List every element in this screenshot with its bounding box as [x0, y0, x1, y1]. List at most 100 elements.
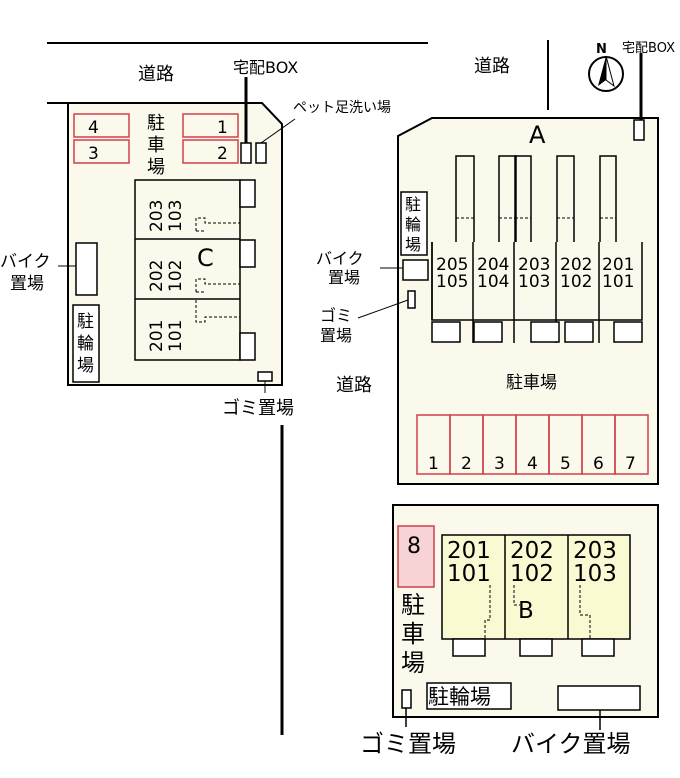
unit-number: 101: [447, 561, 491, 587]
garbage-area-c: [257, 371, 273, 382]
unit-number: 203: [573, 538, 617, 564]
unit-number: 203: [147, 200, 167, 232]
bicycle-parking-a: [400, 191, 428, 256]
leader-line: [260, 118, 296, 144]
parking-label: 駐: [147, 113, 165, 134]
bicycle-parking-label: 駐輪場: [428, 685, 491, 709]
bike-area-label: 置場: [328, 268, 360, 287]
building-a-units: [455, 155, 617, 343]
unit-number: 101: [166, 320, 186, 352]
building-name: A: [529, 121, 546, 149]
parking-space-c1: [182, 113, 239, 138]
balconies: [452, 638, 615, 657]
parking-label: 駐: [401, 591, 425, 619]
garbage-area-label: ゴミ置場: [360, 730, 456, 758]
bike-area-label: 置場: [10, 274, 44, 294]
delivery-box-c: [240, 142, 252, 164]
parking-number: 1: [428, 454, 439, 474]
unit-number: 103: [166, 200, 186, 232]
building-b: [441, 534, 631, 640]
parking-number: 6: [593, 454, 604, 474]
unit-number: 103: [518, 272, 550, 292]
unit-entrance: [484, 585, 591, 639]
balconies: [431, 321, 643, 343]
delivery-box-label: 宅配BOX: [233, 58, 298, 77]
road-label: 道路: [336, 375, 372, 396]
unit-number: 205: [436, 255, 468, 275]
parking-number: 5: [560, 454, 571, 474]
bicycle-parking-label: 場: [405, 235, 421, 254]
bike-area-label: バイク: [0, 252, 51, 272]
parking-space-8: [397, 525, 435, 588]
balcony: [239, 179, 256, 208]
bicycle-parking-c: [72, 304, 100, 383]
parking-number: 3: [88, 144, 99, 164]
unit-number: 102: [166, 260, 186, 292]
building-name: C: [197, 244, 214, 272]
parking-number: 8: [407, 534, 421, 559]
parking-spaces-a: [416, 414, 649, 475]
bicycle-parking-label: 場: [77, 356, 94, 376]
unit-number: 203: [518, 255, 550, 275]
garbage-area-b: [401, 689, 412, 709]
pet-footwash: [255, 142, 267, 164]
unit-number: 201: [147, 320, 167, 352]
building-name: B: [518, 598, 534, 624]
bicycle-parking-label: 駐: [77, 312, 94, 332]
unit-number: 103: [573, 561, 617, 587]
balcony: [239, 239, 256, 268]
unit-number: 102: [560, 272, 592, 292]
unit-number: 102: [510, 561, 554, 587]
parking-space-c2: [182, 139, 239, 164]
bike-area-b: [557, 685, 641, 711]
garbage-area-a: [407, 290, 416, 309]
unit-number: 201: [447, 538, 491, 564]
compass-icon: [588, 55, 624, 92]
parking-number: 4: [527, 454, 538, 474]
garbage-area-label: ゴミ: [320, 306, 352, 325]
unit-number: 202: [147, 260, 167, 292]
parking-number: 2: [217, 144, 228, 164]
unit-number: 105: [436, 272, 468, 292]
parking-number: 4: [88, 118, 99, 138]
bicycle-parking-label: 輪: [77, 334, 94, 354]
unit-number: 202: [560, 255, 592, 275]
unit-number: 204: [477, 255, 509, 275]
unit-number: 201: [602, 255, 634, 275]
pet-footwash-label: ペット足洗い場: [293, 100, 391, 116]
bicycle-parking-label: 駐: [405, 195, 421, 214]
delivery-box-a: [633, 119, 645, 141]
leader-line: [357, 299, 409, 319]
parking-space-c4: [73, 113, 130, 138]
bike-area-label: バイク置場: [511, 730, 631, 758]
parking-label: 駐車場: [506, 373, 557, 393]
unit-entrance: [195, 278, 240, 323]
delivery-box-label: 宅配BOX: [622, 41, 675, 56]
unit-number: 104: [477, 272, 509, 292]
parking-label: 車: [147, 135, 165, 156]
bicycle-parking-b: [426, 682, 512, 710]
lot-a: [397, 117, 659, 485]
building-c: [134, 179, 241, 361]
compass-north-label: N: [596, 42, 607, 57]
bike-area-a: [402, 259, 429, 281]
parking-number: 7: [625, 454, 636, 474]
parking-number: 2: [461, 454, 472, 474]
road-label: 道路: [474, 56, 510, 77]
garbage-area-label: 置場: [320, 326, 352, 345]
parking-space-c3: [73, 139, 130, 164]
bike-area-c: [75, 242, 98, 296]
road-label: 道路: [138, 64, 174, 85]
parking-label: 場: [147, 157, 165, 178]
bike-area-label: バイク: [316, 249, 364, 268]
unit-number: 202: [510, 538, 554, 564]
balcony: [239, 332, 256, 361]
parking-label: 場: [401, 649, 425, 677]
unit-entrance: [195, 217, 240, 232]
unit-number: 101: [602, 272, 634, 292]
parking-label: 車: [401, 620, 425, 648]
parking-number: 3: [494, 454, 505, 474]
garbage-area-label: ゴミ置場: [222, 398, 294, 419]
parking-number: 1: [217, 118, 228, 138]
